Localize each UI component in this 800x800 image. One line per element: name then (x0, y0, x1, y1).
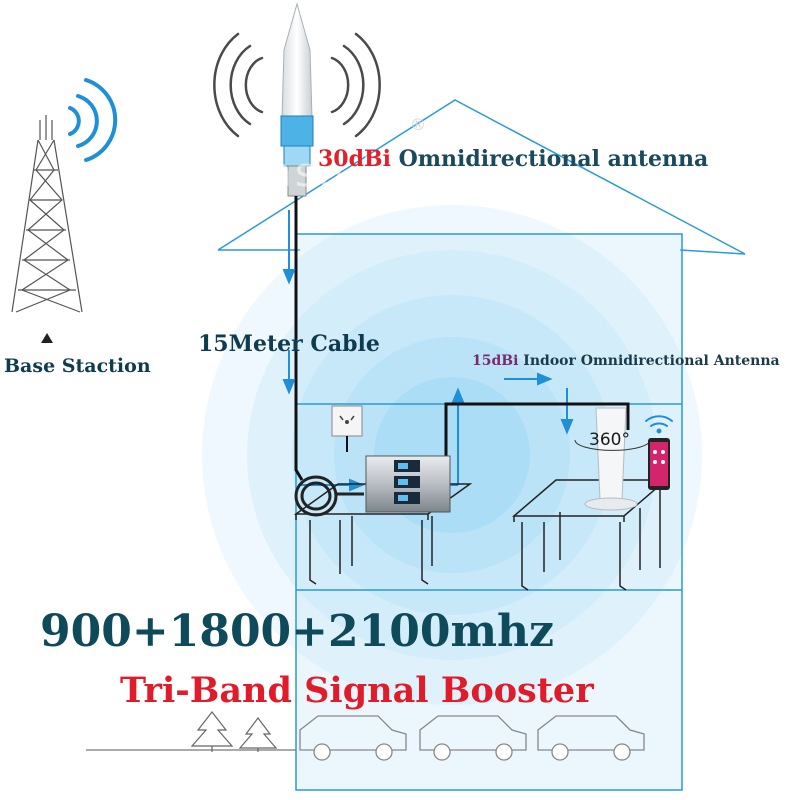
product-title: Tri-Band Signal Booster (120, 670, 594, 711)
frequency-bands-label: 900+1800+2100mhz (40, 606, 555, 657)
base-marker-icon (41, 333, 53, 343)
house-outline (217, 99, 746, 791)
wifi-icon (645, 415, 673, 434)
base-station-label: Base Staction (4, 355, 151, 377)
wall-socket-icon (331, 405, 363, 452)
registered-mark: ® (410, 115, 426, 134)
left-table (293, 483, 473, 585)
car-icon (299, 715, 645, 761)
antenna-signal-waves-icon (213, 32, 381, 138)
cell-tower-icon (11, 115, 83, 313)
omni-antenna-icon (280, 2, 314, 197)
cable-length-label: 15Meter Cable (198, 331, 380, 357)
outdoor-antenna-name: Omnidirectional antenna (390, 146, 709, 172)
brand-watermark: Anshdi (236, 150, 390, 196)
booster-unit-icon (365, 455, 451, 513)
tree-icon (190, 711, 278, 752)
rotation-arc-icon (574, 439, 651, 451)
indoor-gain: 15dBi (472, 353, 519, 369)
indoor-antenna-label: 15dBi Indoor Omnidirectional Antenna (472, 353, 780, 369)
coverage-rings (202, 205, 702, 705)
outdoor-antenna-label: 30dBi Omnidirectional antenna (318, 146, 708, 172)
indoor-cable-line (444, 402, 630, 482)
indoor-antenna-name: Indoor Omnidirectional Antenna (518, 353, 780, 369)
phone-icon (648, 438, 670, 490)
indoor-antenna-icon (584, 407, 638, 511)
cable-coil-icon (294, 475, 364, 517)
cable-line (294, 196, 304, 481)
signal-waves-icon (68, 78, 118, 162)
outdoor-gain: 30dBi (318, 146, 391, 172)
rotation-label: 360° (589, 430, 630, 450)
